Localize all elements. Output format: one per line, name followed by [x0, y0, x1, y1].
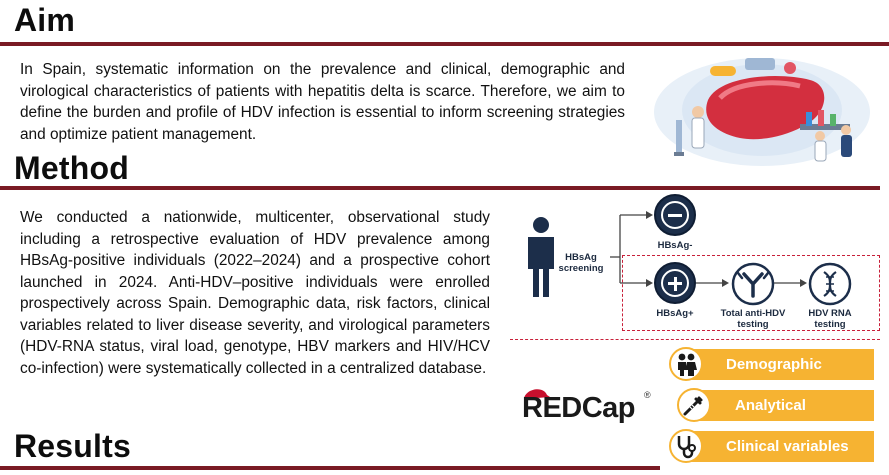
analytical-variables-bar: Analytical variables — [697, 390, 874, 445]
negative-label: HBsAg- — [657, 240, 693, 251]
method-paragraph: We conducted a nationwide, multicenter, … — [20, 209, 490, 377]
results-rule — [0, 466, 660, 470]
stethoscope-icon — [669, 429, 703, 463]
registered-mark: ® — [644, 390, 651, 400]
hdv-rna-label: HDV RNA testing — [808, 308, 852, 330]
diagram-separator — [510, 339, 880, 340]
aim-heading: Aim — [14, 2, 76, 38]
demographic-variables-bar: Demographic variables — [688, 349, 874, 404]
aim-rule — [0, 42, 889, 46]
screening-label: HBsAg screening — [558, 252, 604, 274]
syringe-icon — [677, 388, 711, 422]
clinical-variables-bar: Clinical variables — [688, 431, 874, 462]
screening-flow-arrows — [528, 211, 807, 297]
aim-paragraph: In Spain, systematic information on the … — [20, 61, 625, 143]
results-heading: Results — [14, 428, 131, 464]
dna-icon — [808, 262, 852, 306]
redcap-cap-icon — [524, 389, 550, 399]
method-rule — [0, 186, 880, 190]
method-heading: Method — [14, 150, 129, 186]
anti-hdv-label: Total anti-HDV testing — [720, 308, 786, 330]
positive-plus-icon — [654, 262, 696, 304]
positive-label: HBsAg+ — [656, 308, 694, 319]
positive-pathway-box — [622, 255, 880, 331]
liver-illustration — [654, 58, 870, 166]
negative-minus-icon — [654, 194, 696, 236]
redcap-logo: REDCap — [522, 392, 636, 424]
people-icon — [669, 347, 703, 381]
antibody-icon — [731, 262, 775, 306]
